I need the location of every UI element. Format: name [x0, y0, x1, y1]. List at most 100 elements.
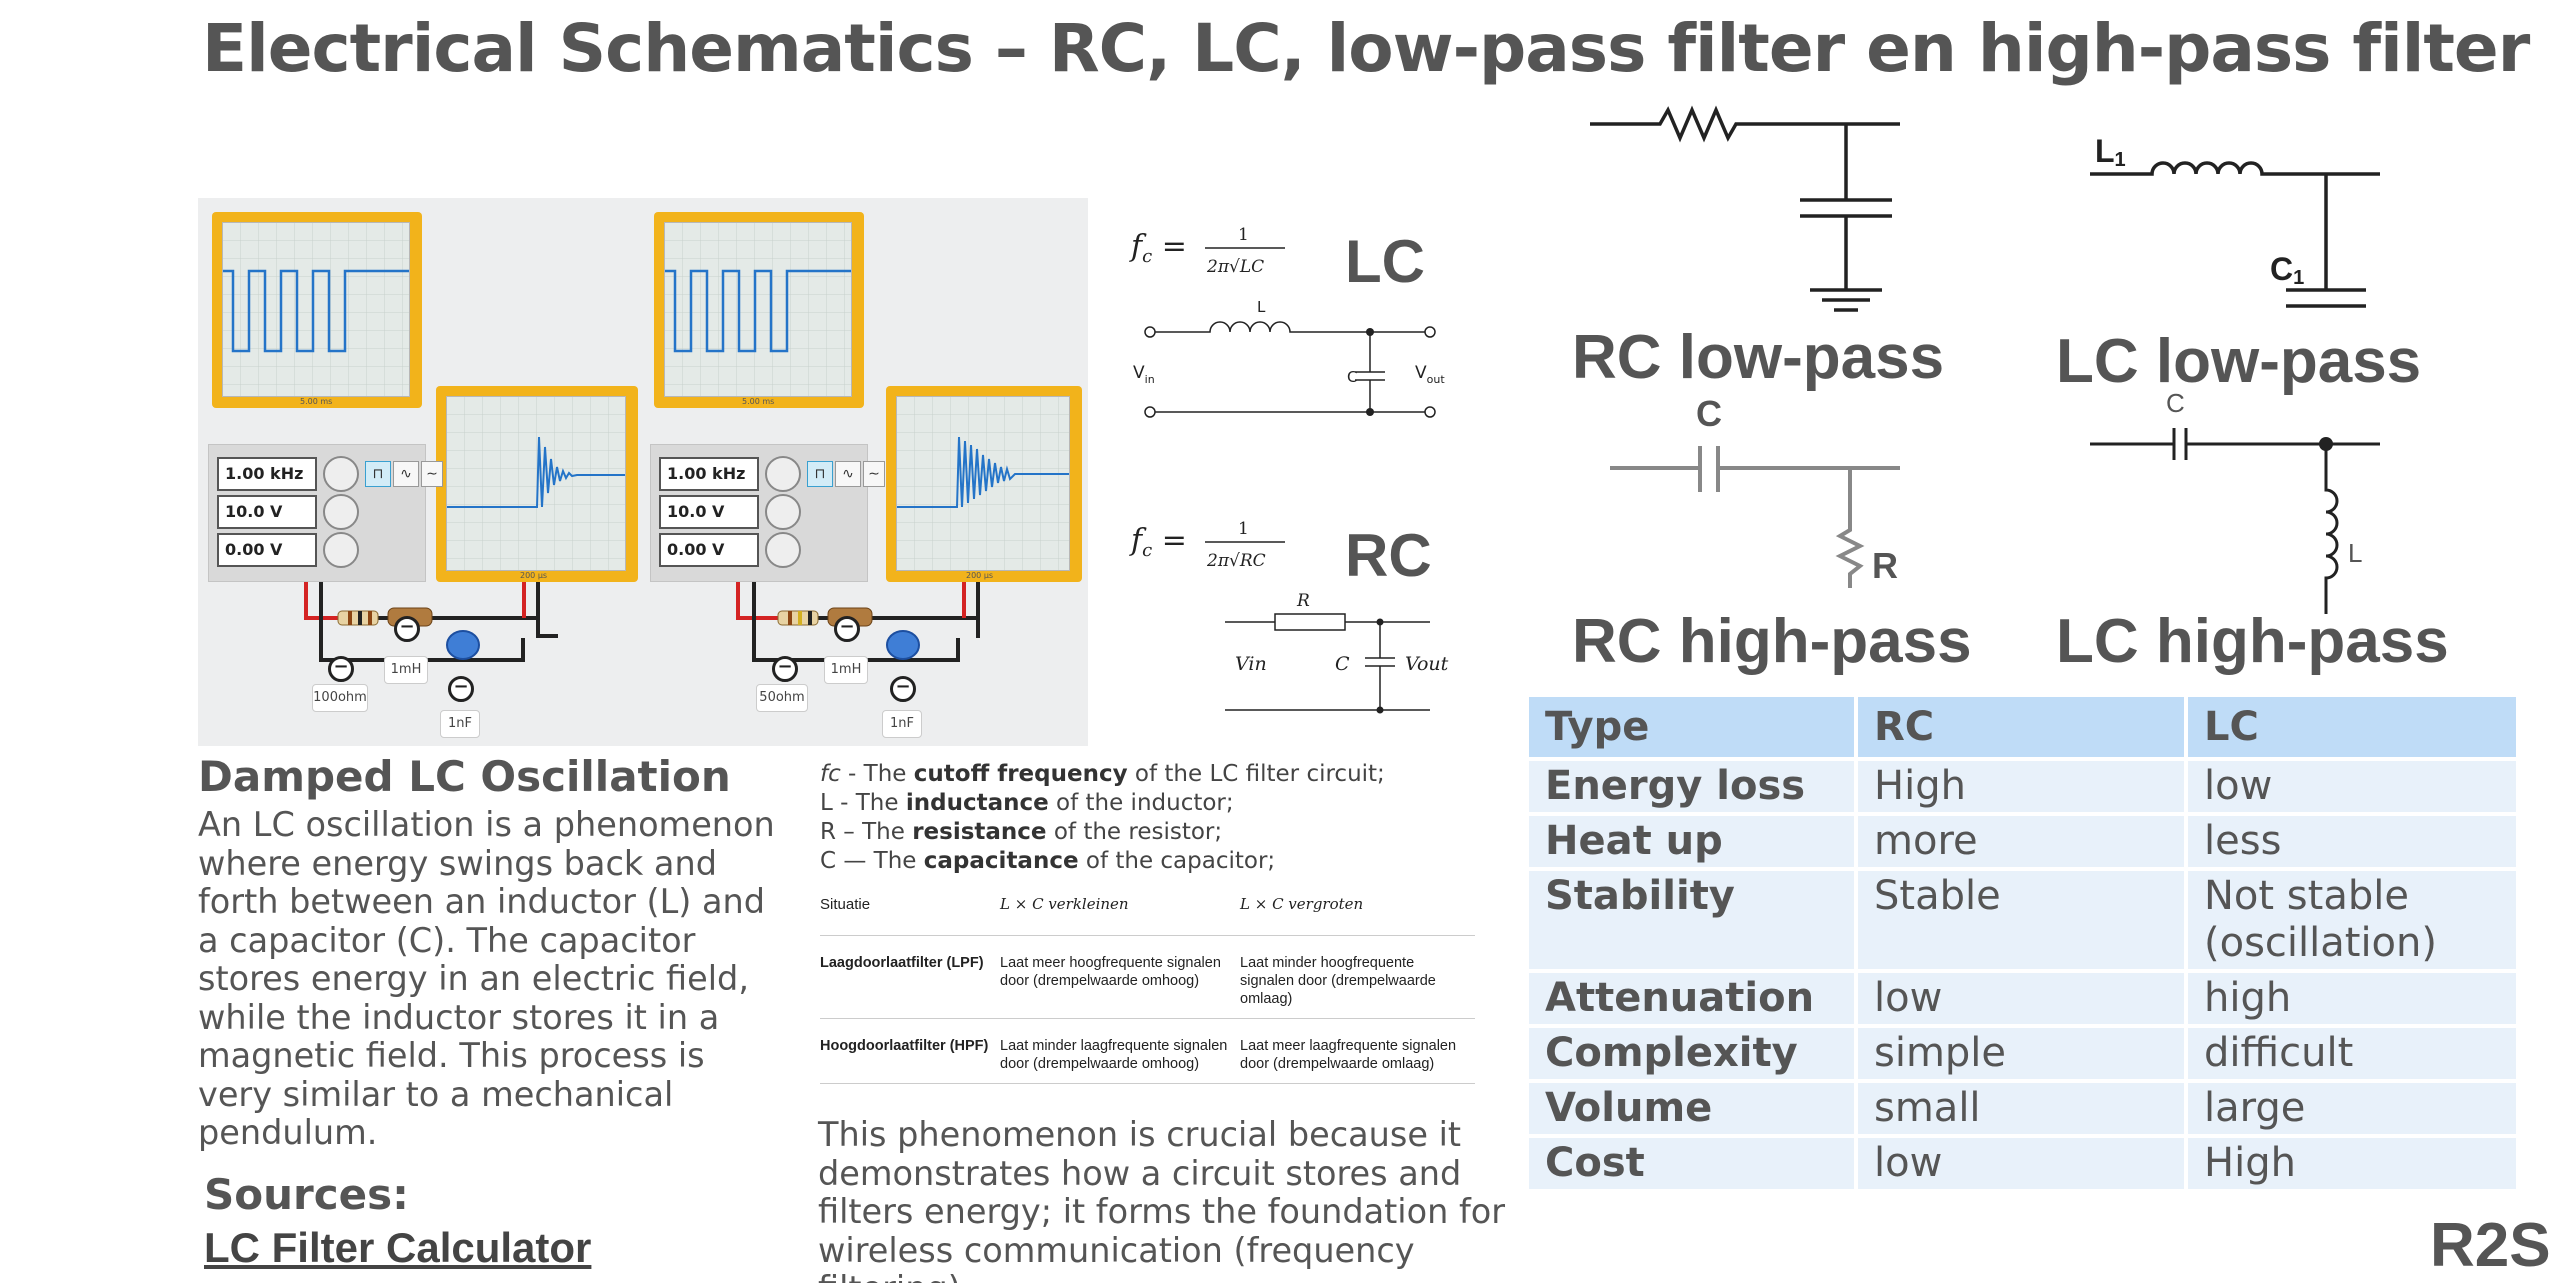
- table-header: RC: [1854, 697, 2184, 757]
- table-header: L × C verkleinen: [1000, 895, 1240, 936]
- lc-formula-den: 2π√LC: [1206, 257, 1264, 277]
- sources-heading: Sources:: [204, 1170, 409, 1219]
- table-cell: low: [1854, 1138, 2184, 1189]
- scope-square-wave-left: 5.00 ms: [212, 212, 422, 408]
- scope-time-label: 200 µs: [966, 571, 994, 580]
- scope-time-label: 200 µs: [520, 571, 548, 580]
- knob[interactable]: [323, 532, 359, 568]
- vin-label: Vin: [1133, 363, 1155, 386]
- table-cell: Hoogdoorlaatfilter (HPF): [820, 1018, 1000, 1084]
- frequency-display[interactable]: 1.00 kHz: [217, 457, 317, 491]
- table-cell: High: [1854, 761, 2184, 812]
- table-cell: high: [2184, 973, 2516, 1024]
- triangle-wave-button[interactable]: ∿: [393, 461, 419, 487]
- table-header: Type: [1529, 697, 1854, 757]
- ground-icon: −: [772, 656, 798, 682]
- table-cell: Cost: [1529, 1138, 1854, 1189]
- table-cell: Laagdoorlaatfilter (LPF): [820, 935, 1000, 1019]
- table-header: LC: [2184, 697, 2516, 757]
- table-cell: small: [1854, 1083, 2184, 1134]
- scope-damped-left: 200 µs: [436, 386, 638, 582]
- damped-oscillation-trace: [447, 397, 625, 570]
- ground-icon: −: [448, 676, 474, 702]
- definition-r: R – The resistance of the resistor;: [820, 819, 1223, 845]
- table-cell: Complexity: [1529, 1028, 1854, 1079]
- rc-resistor-label: R: [1296, 591, 1310, 611]
- scope-damped-right: 200 µs: [886, 386, 1082, 582]
- definitions-list: fc - The cutoff frequency of the LC filt…: [820, 760, 1385, 876]
- square-wave-button[interactable]: ⊓: [365, 461, 391, 487]
- amplitude-display[interactable]: 10.0 V: [217, 495, 317, 529]
- knob[interactable]: [765, 494, 801, 530]
- function-generator-left: 1.00 kHz 10.0 V 0.00 V ⊓ ∿ ∼: [208, 444, 443, 582]
- table-cell: Stability: [1529, 871, 1854, 969]
- rc-capacitor-label: C: [1335, 653, 1350, 675]
- knob[interactable]: [323, 456, 359, 492]
- rc-highpass-diagram: [1610, 446, 1900, 588]
- lc-formula-lhs: fc =: [1129, 229, 1187, 267]
- lc-filter-calculator-link[interactable]: LC Filter Calculator: [204, 1224, 592, 1271]
- scope-time-label: 5.00 ms: [742, 397, 775, 406]
- function-generator-right: 1.00 kHz 10.0 V 0.00 V ⊓ ∿ ∼: [650, 444, 885, 582]
- damped-oscillation-trace: [897, 397, 1069, 570]
- knob[interactable]: [765, 532, 801, 568]
- table-cell: large: [2184, 1083, 2516, 1134]
- hp-capacitor-label: C: [1696, 393, 1722, 434]
- table-cell: simple: [1854, 1028, 2184, 1079]
- lc-lowpass-label: LC low-pass: [2056, 327, 2422, 396]
- r2s-logo: R2S: [2430, 1211, 2551, 1280]
- square-wave-button[interactable]: ⊓: [807, 461, 833, 487]
- sine-wave-button[interactable]: ∼: [421, 461, 443, 487]
- frequency-display[interactable]: 1.00 kHz: [659, 457, 759, 491]
- definition-l: L - The inductance of the inductor;: [820, 790, 1234, 816]
- table-cell: Attenuation: [1529, 973, 1854, 1024]
- knob[interactable]: [765, 456, 801, 492]
- ground-icon: −: [328, 656, 354, 682]
- inductor-label: 1mH: [824, 656, 868, 684]
- damped-body: An LC oscillation is a phenomenon where …: [198, 805, 775, 1152]
- hp-lc-capacitor-label: C: [2166, 388, 2185, 418]
- lc-formula-num: 1: [1238, 225, 1249, 245]
- rc-vout-label: Vout: [1405, 653, 1449, 675]
- knob[interactable]: [323, 494, 359, 530]
- table-cell: Laat minder hoogfrequente signalen door …: [1240, 935, 1475, 1019]
- capacitor-label: 1nF: [440, 710, 480, 738]
- l1-label: L1: [2095, 133, 2126, 171]
- table-cell: more: [1854, 816, 2184, 867]
- table-cell: low: [1854, 973, 2184, 1024]
- ground-icon: −: [890, 676, 916, 702]
- capacitor-label: 1nF: [882, 710, 922, 738]
- lc-lowpass-diagram: [2090, 161, 2380, 308]
- amplitude-display[interactable]: 10.0 V: [659, 495, 759, 529]
- formula-schematics: fc = 1 2π√LC fc = 1 2π√RC LC RC L C Vin …: [1129, 225, 1449, 714]
- inductor-label: 1mH: [384, 656, 428, 684]
- table-cell: Laat meer hoogfrequente signalen door (d…: [1000, 935, 1240, 1019]
- lc-label: LC: [1345, 228, 1425, 295]
- rc-vin-label: Vin: [1235, 653, 1267, 675]
- resistor-label: 100ohm: [312, 684, 368, 712]
- table-cell: High: [2184, 1138, 2516, 1189]
- rc-lowpass-label: RC low-pass: [1572, 323, 1945, 392]
- table-row: Laagdoorlaatfilter (LPF) Laat meer hoogf…: [820, 935, 1475, 1019]
- table-cell: low: [2184, 761, 2516, 812]
- offset-display[interactable]: 0.00 V: [659, 533, 759, 567]
- offset-display[interactable]: 0.00 V: [217, 533, 317, 567]
- table-cell: Not stable (oscillation): [2184, 871, 2516, 969]
- resistor-label: 50ohm: [756, 684, 808, 712]
- scope-time-label: 5.00 ms: [300, 397, 333, 406]
- sine-wave-button[interactable]: ∼: [863, 461, 885, 487]
- table-cell: Energy loss: [1529, 761, 1854, 812]
- table-cell: Laat minder laagfrequente signalen door …: [1000, 1018, 1240, 1084]
- lc-highpass-label: LC high-pass: [2056, 607, 2449, 676]
- triangle-wave-button[interactable]: ∿: [835, 461, 861, 487]
- dutch-filter-table: Situatie L × C verkleinen L × C vergrote…: [820, 895, 1475, 1084]
- table-header: L × C vergroten: [1240, 895, 1475, 936]
- vout-label: Vout: [1415, 363, 1445, 386]
- damped-heading: Damped LC Oscillation: [198, 752, 731, 801]
- table-row: Hoogdoorlaatfilter (HPF) Laat minder laa…: [820, 1018, 1475, 1084]
